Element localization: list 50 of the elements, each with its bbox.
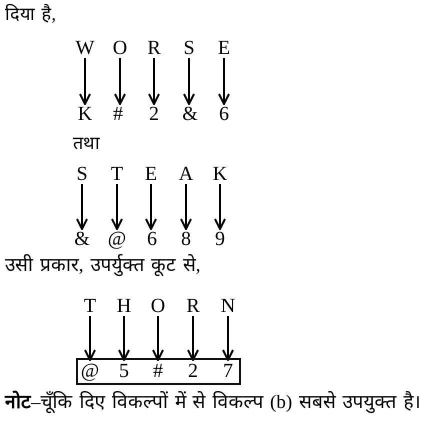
word-letter: R bbox=[182, 296, 204, 316]
arrow bbox=[79, 58, 91, 105]
word-letter: E bbox=[213, 38, 235, 58]
arrow bbox=[111, 184, 123, 230]
arrow bbox=[114, 58, 126, 105]
arrow bbox=[180, 184, 192, 230]
arrow bbox=[218, 58, 230, 105]
arrow bbox=[222, 316, 234, 361]
word-letter: T bbox=[79, 296, 101, 316]
word-letter: R bbox=[143, 38, 165, 58]
word-letter: K bbox=[209, 164, 231, 184]
code-symbol: & bbox=[71, 229, 93, 249]
label-text: तथा bbox=[73, 132, 100, 155]
code-symbol: 8 bbox=[175, 229, 197, 249]
arrow bbox=[118, 316, 130, 361]
word-letter: S bbox=[71, 164, 93, 184]
word-letter: H bbox=[113, 296, 135, 316]
code-symbol: 9 bbox=[209, 229, 231, 249]
arrow bbox=[214, 184, 226, 230]
word-letter: T bbox=[106, 164, 128, 184]
code-symbol: @ bbox=[79, 360, 101, 383]
code-symbol: K bbox=[74, 104, 96, 124]
code-symbol: @ bbox=[106, 229, 128, 249]
arrow bbox=[145, 184, 157, 230]
arrow bbox=[183, 58, 195, 105]
word-letter: E bbox=[140, 164, 162, 184]
label-text: नोट–चूँकि दिए विकल्पों में से विकल्प (b) सबसे उपयुक्त है। bbox=[5, 391, 420, 416]
word-letter: N bbox=[217, 296, 239, 316]
result-frame bbox=[76, 358, 241, 385]
word-letter: W bbox=[74, 38, 96, 58]
label-text: दिया है, bbox=[5, 3, 56, 26]
code-symbol: # bbox=[107, 104, 129, 124]
code-symbol: 2 bbox=[143, 104, 165, 124]
code-symbol: & bbox=[179, 104, 201, 124]
word-letter: O bbox=[147, 296, 169, 316]
word-letter: S bbox=[178, 38, 200, 58]
label-text: उसी प्रकार, उपर्युक्त कूट से, bbox=[5, 254, 200, 278]
word-letter: O bbox=[109, 38, 131, 58]
arrow bbox=[187, 316, 199, 361]
word-letter: A bbox=[175, 164, 197, 184]
code-symbol: 6 bbox=[141, 229, 163, 249]
arrow bbox=[84, 316, 96, 361]
code-symbol: 7 bbox=[217, 360, 239, 383]
arrow bbox=[148, 58, 160, 105]
code-symbol: 5 bbox=[113, 360, 135, 383]
code-symbol: 6 bbox=[213, 104, 235, 124]
code-symbol: # bbox=[147, 360, 169, 383]
arrow bbox=[76, 184, 88, 230]
code-symbol: 2 bbox=[182, 360, 204, 383]
arrow bbox=[152, 316, 164, 361]
